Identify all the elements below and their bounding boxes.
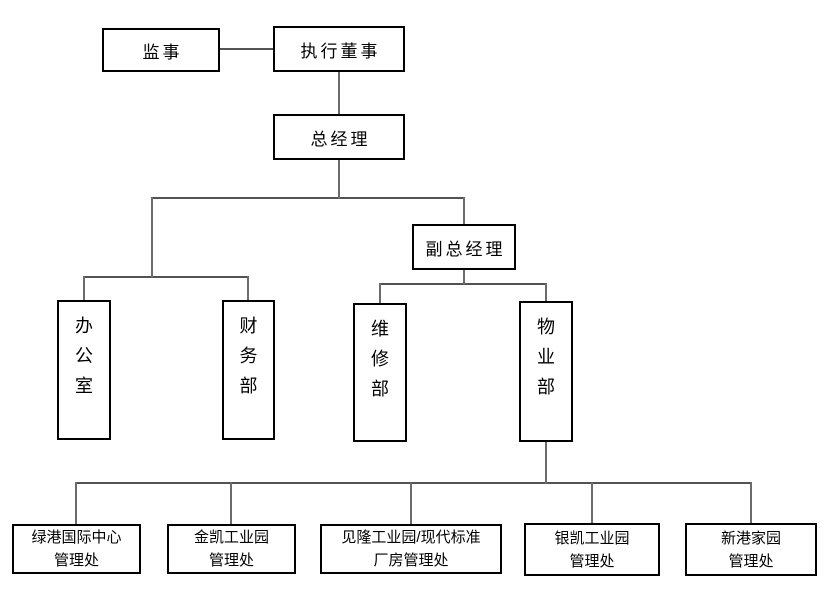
mgmt-office-line1: 银凯工业园 <box>554 529 630 547</box>
node-maintenance-dept: 维修部 <box>353 303 407 442</box>
maintenance-dept-label: 维修部 <box>371 319 389 399</box>
finance-dept-label: 财务部 <box>239 316 258 396</box>
node-deputy-general-manager: 副总经理 <box>412 224 516 270</box>
mgmt-office-line1: 金凯工业园 <box>193 529 269 546</box>
node-mgmt-office-yinkai: 银凯工业园 管理处 <box>524 523 660 576</box>
mgmt-office-line1: 见隆工业园/现代标准 <box>341 529 481 546</box>
mgmt-office-line1: 绿港国际中心 <box>31 529 122 546</box>
mgmt-office-line1: 新港家园 <box>720 529 781 547</box>
property-dept-label: 物业部 <box>537 317 555 397</box>
node-mgmt-office-jianlong: 见隆工业园/现代标准 厂房管理处 <box>320 524 502 574</box>
mgmt-office-line2: 管理处 <box>208 552 254 569</box>
node-mgmt-office-xingang: 新港家园 管理处 <box>685 523 817 576</box>
node-supervisor: 监事 <box>102 28 220 72</box>
mgmt-office-line2: 管理处 <box>569 552 615 570</box>
node-general-manager: 总经理 <box>273 114 405 160</box>
mgmt-office-line2: 管理处 <box>53 552 99 569</box>
node-finance-dept: 财务部 <box>222 300 275 440</box>
node-mgmt-office-lvgang: 绿港国际中心 管理处 <box>12 524 141 574</box>
mgmt-office-line2: 厂房管理处 <box>373 552 449 569</box>
node-office-dept: 办公室 <box>57 300 111 440</box>
mgmt-office-line2: 管理处 <box>728 552 774 570</box>
node-executive-director: 执行董事 <box>273 26 405 72</box>
node-mgmt-office-jinkai: 金凯工业园 管理处 <box>167 524 296 574</box>
office-dept-label: 办公室 <box>75 316 93 396</box>
node-property-dept: 物业部 <box>519 301 573 442</box>
